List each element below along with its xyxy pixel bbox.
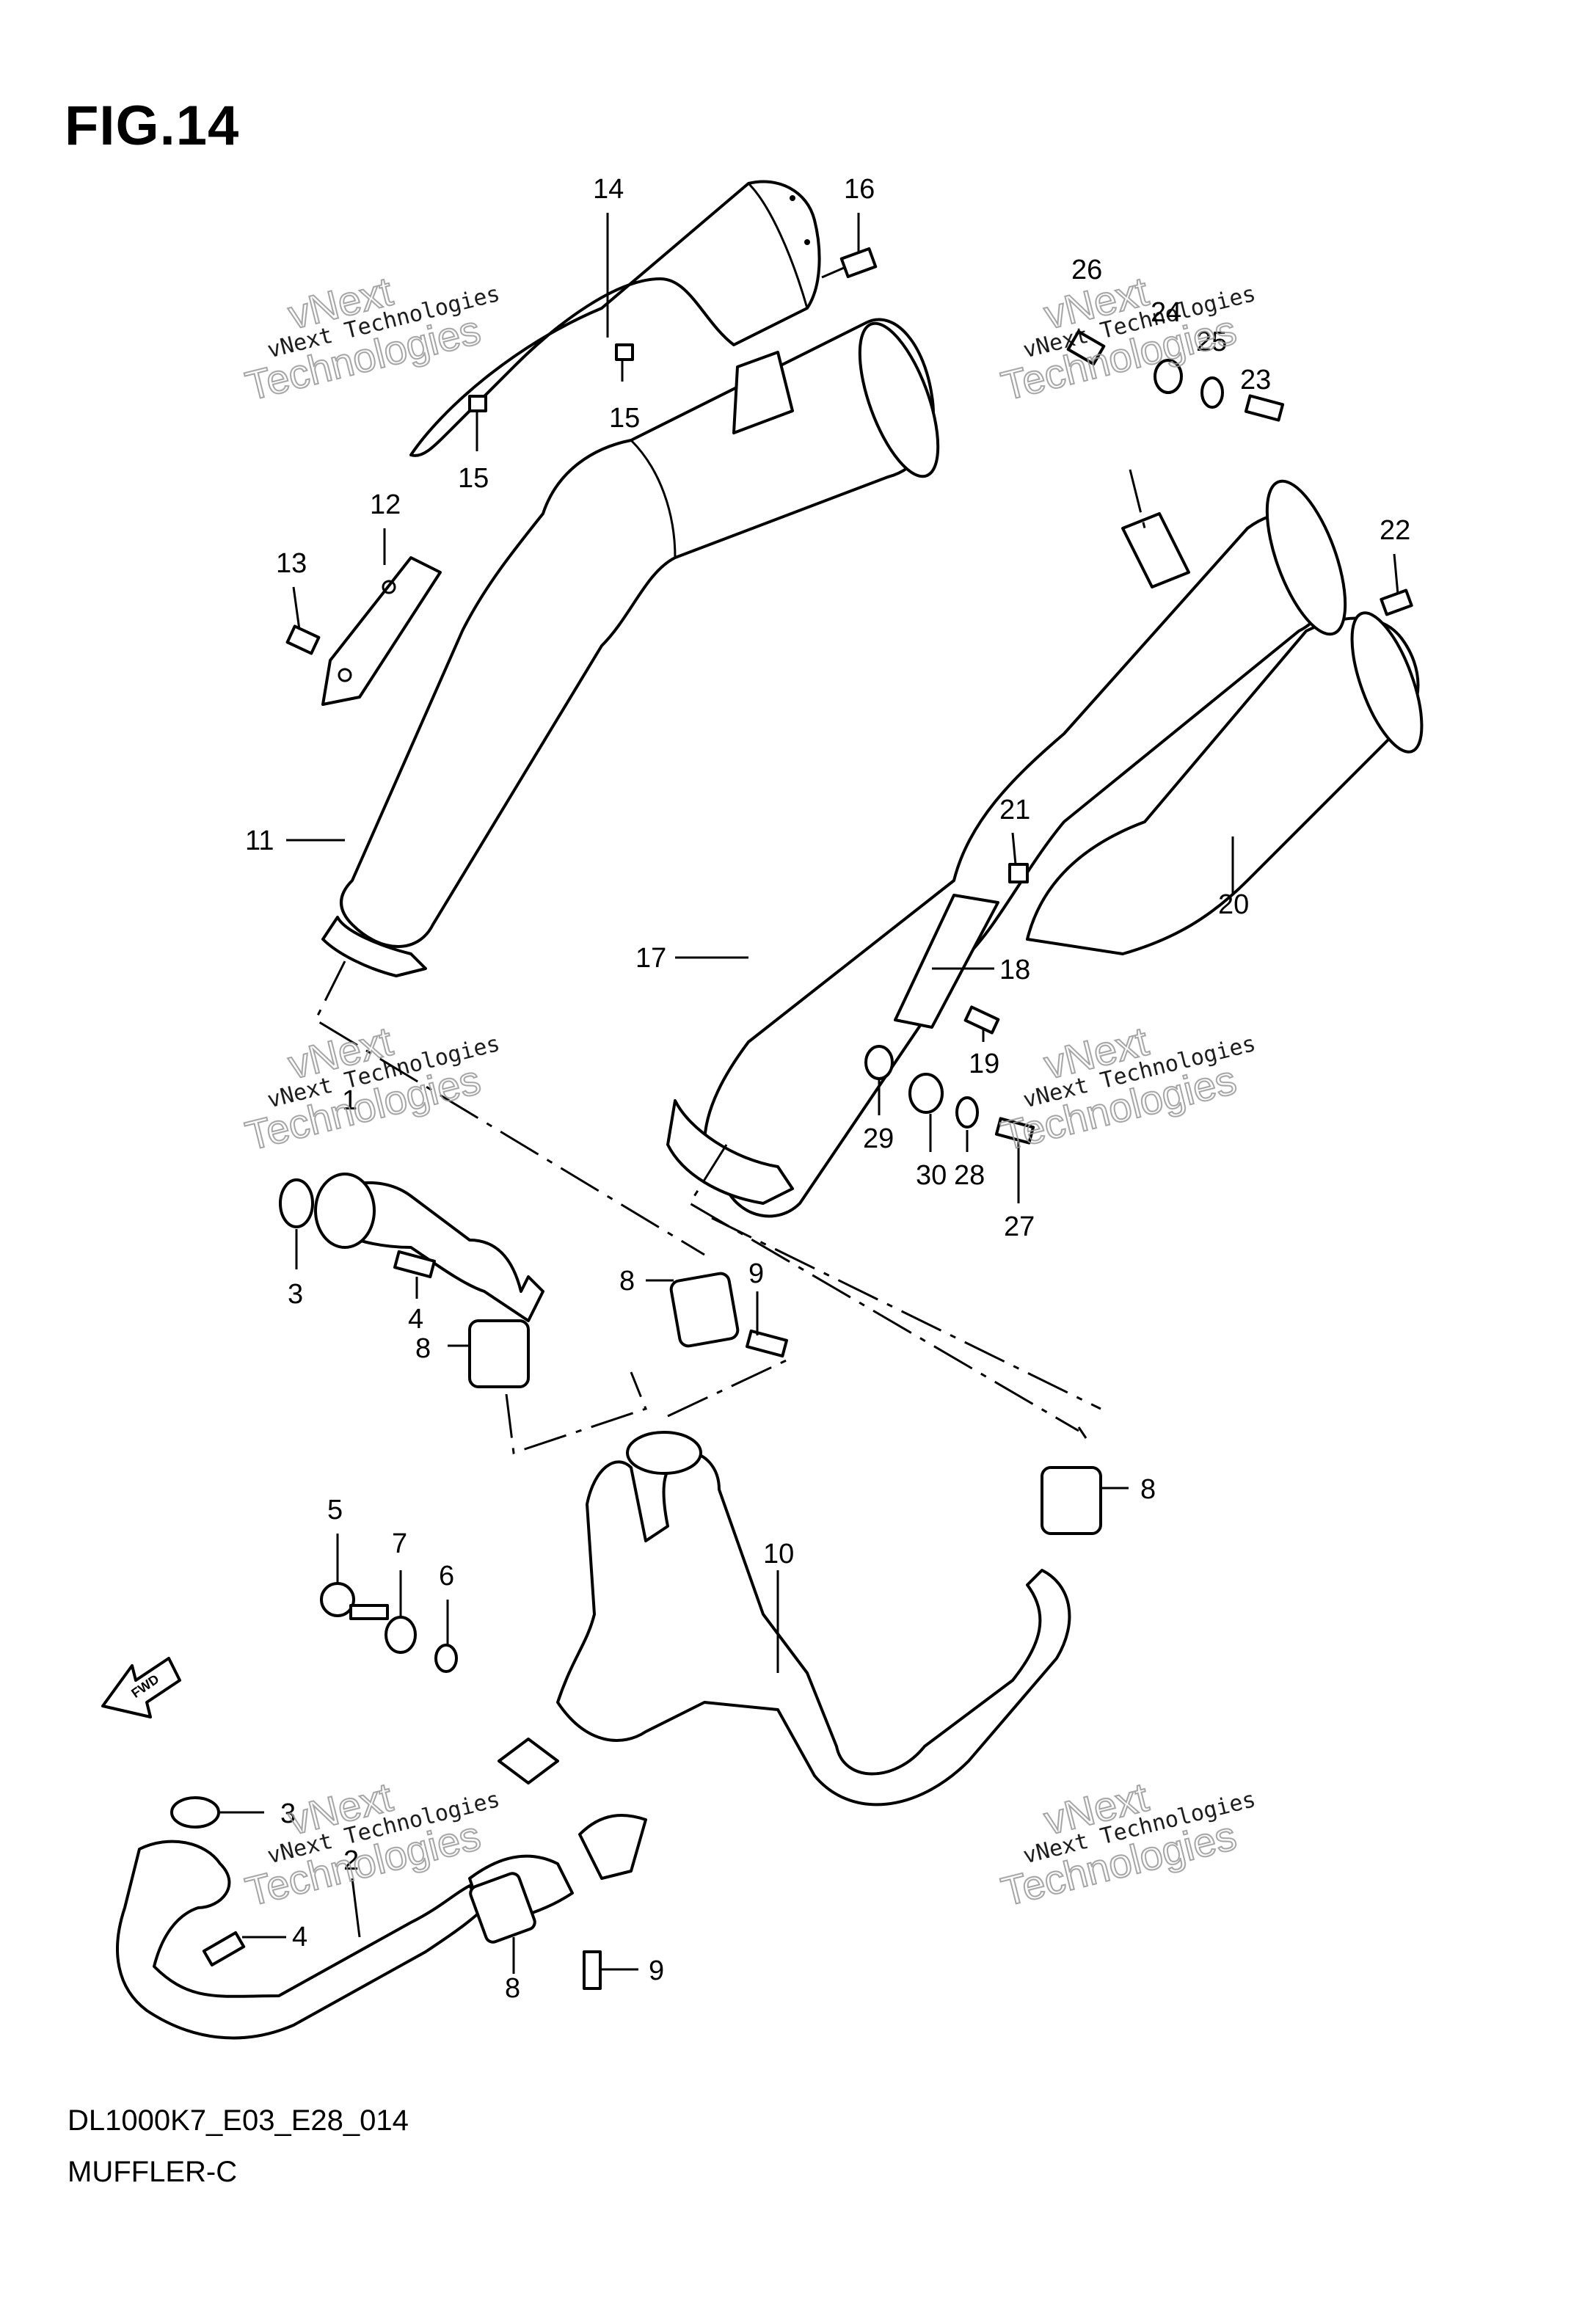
callout-3a: 3 — [288, 1279, 303, 1310]
part-18-bracket — [894, 894, 999, 1029]
part-29-collar — [864, 1045, 894, 1080]
callout-15b: 15 — [458, 463, 489, 494]
callout-labels: 14 16 15 15 26 24 25 23 12 13 22 11 21 2… — [245, 174, 1410, 2004]
callout-17: 17 — [635, 943, 666, 974]
callout-3b: 3 — [280, 1798, 296, 1829]
callout-27: 27 — [1004, 1211, 1035, 1242]
part-8-connector — [1041, 1466, 1102, 1535]
callout-4a: 4 — [408, 1304, 423, 1335]
part-5-bolt — [320, 1582, 389, 1620]
callout-7: 7 — [392, 1528, 407, 1559]
part-9-bolt — [746, 1329, 788, 1358]
model-code: DL1000K7_E03_E28_014 — [68, 2104, 409, 2137]
part-27-bolt — [994, 1117, 1035, 1145]
part-21-nut — [1008, 863, 1029, 883]
part-8-connector — [468, 1319, 530, 1388]
part-6-washer — [434, 1644, 458, 1673]
part-30-grommet — [908, 1073, 944, 1114]
callout-4b: 4 — [292, 1922, 307, 1953]
callout-26: 26 — [1071, 255, 1102, 285]
part-12-bracket — [321, 556, 442, 706]
leader-lines — [220, 213, 1399, 1974]
callout-2: 2 — [343, 1845, 359, 1876]
callout-18: 18 — [999, 955, 1030, 985]
part-20-heat-shield-right — [1026, 611, 1424, 955]
part-23-bolt — [1244, 394, 1285, 422]
part-14-heat-shield — [409, 180, 821, 457]
part-15-clip — [468, 343, 634, 412]
callout-13: 13 — [276, 548, 307, 579]
fwd-arrow-icon: FWD — [101, 1657, 181, 1718]
part-19-bolt — [963, 1005, 1000, 1035]
callout-11: 11 — [245, 825, 274, 856]
callout-12: 12 — [370, 489, 401, 520]
part-11-muffler-left — [321, 318, 940, 977]
callout-20: 20 — [1218, 889, 1249, 920]
callout-22: 22 — [1380, 515, 1410, 546]
callout-28: 28 — [954, 1160, 985, 1191]
callout-8a: 8 — [619, 1266, 635, 1297]
callout-15a: 15 — [609, 403, 640, 434]
part-10-center-pipe — [498, 1431, 1071, 1807]
figure-title: FIG.14 — [65, 95, 240, 157]
part-8-connector — [469, 1872, 536, 1944]
callout-29: 29 — [863, 1123, 894, 1154]
callout-19: 19 — [969, 1049, 999, 1079]
callout-9a: 9 — [748, 1258, 764, 1289]
part-7-grommet — [385, 1616, 417, 1654]
callout-16: 16 — [844, 174, 875, 205]
callout-25: 25 — [1196, 327, 1227, 357]
callout-1: 1 — [342, 1085, 357, 1116]
part-4-bolt — [202, 1931, 246, 1967]
callout-9b: 9 — [649, 1955, 664, 1986]
callout-8c: 8 — [1140, 1474, 1156, 1505]
callout-5: 5 — [327, 1495, 343, 1525]
part-4-bolt — [393, 1250, 436, 1279]
part-3-gasket — [170, 1796, 220, 1829]
part-1-exhaust-pipe — [314, 1173, 544, 1322]
part-16-bolt — [821, 247, 878, 279]
callout-21: 21 — [999, 795, 1030, 825]
callout-8b: 8 — [415, 1333, 431, 1364]
callout-8d: 8 — [505, 1973, 520, 2004]
callout-10: 10 — [763, 1539, 794, 1570]
callout-24: 24 — [1151, 297, 1181, 328]
part-24-grommet — [1154, 359, 1183, 394]
part-3-gasket — [279, 1178, 314, 1228]
section-name: MUFFLER-C — [68, 2156, 238, 2188]
callout-30: 30 — [916, 1160, 947, 1191]
part-26-bolt — [1066, 329, 1106, 366]
callout-14: 14 — [593, 174, 624, 205]
part-22-bolt — [1380, 588, 1413, 616]
part-9-bolt — [583, 1950, 602, 1990]
callout-23: 23 — [1240, 365, 1271, 395]
part-13-bolt — [285, 624, 321, 655]
part-8-connector — [669, 1272, 740, 1348]
callout-6: 6 — [439, 1561, 454, 1592]
part-25-washer — [1200, 376, 1224, 409]
part-28-washer — [955, 1096, 979, 1129]
